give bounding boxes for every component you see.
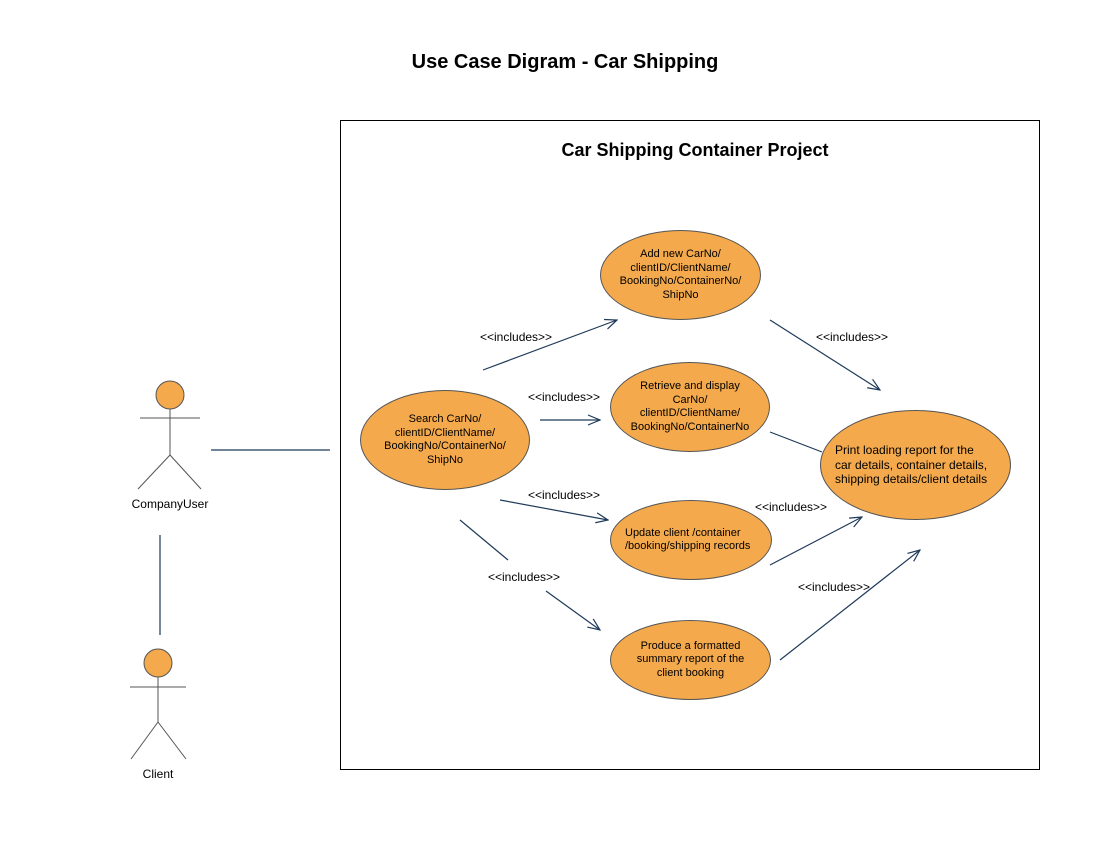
use-case-retrieve[interactable]: Retrieve and display CarNo/ clientID/Cli… — [610, 362, 770, 452]
use-case-retrieve-text: Retrieve and display CarNo/ clientID/Cli… — [630, 380, 750, 433]
include-line-search-produce-a — [459, 519, 509, 561]
label-include-search-retrieve: <<includes>> — [528, 390, 601, 404]
label-include-search-update: <<includes>> — [528, 488, 601, 502]
include-arrow-add-print — [769, 319, 880, 390]
include-arrow-update-print — [769, 517, 862, 566]
line-retrieve-print — [769, 431, 823, 453]
actor-head — [155, 380, 185, 410]
use-case-produce[interactable]: Produce a formatted summary report of th… — [610, 620, 771, 700]
label-include-add-print: <<includes>> — [816, 330, 889, 344]
actor-companyuser — [137, 380, 202, 490]
page-title: Use Case Digram - Car Shipping — [411, 51, 719, 73]
use-case-update[interactable]: Update client /container /booking/shippi… — [610, 500, 772, 580]
label-include-search-produce: <<includes>> — [488, 570, 561, 584]
use-case-search-text: Search CarNo/ clientID/ClientName/ Booki… — [384, 413, 506, 466]
use-case-print-text: Print loading report for the car details… — [835, 443, 988, 487]
use-case-search[interactable]: Search CarNo/ clientID/ClientName/ Booki… — [360, 390, 530, 490]
include-arrow-search-produce — [545, 590, 600, 630]
label-include-produce-print: <<includes>> — [798, 580, 871, 594]
actor-label-client: Client — [142, 767, 174, 781]
system-boundary — [340, 120, 1040, 770]
include-arrow-search-add — [482, 320, 617, 371]
include-arrow-search-update — [499, 499, 608, 520]
system-title: Car Shipping Container Project — [561, 140, 829, 160]
actor-head — [143, 648, 173, 678]
use-case-add-text: Add new CarNo/ clientID/ClientName/ Book… — [619, 248, 742, 301]
actor-client — [130, 648, 187, 760]
label-include-update-print: <<includes>> — [755, 500, 828, 514]
use-case-produce-text: Produce a formatted summary report of th… — [636, 639, 745, 679]
actor-label-companyuser: CompanyUser — [131, 497, 209, 511]
use-case-add[interactable]: Add new CarNo/ clientID/ClientName/ Book… — [600, 230, 761, 320]
use-case-update-text: Update client /container /booking/shippi… — [625, 526, 751, 553]
include-arrow-produce-print — [779, 550, 920, 661]
use-case-print[interactable]: Print loading report for the car details… — [820, 410, 1011, 520]
label-include-search-add: <<includes>> — [480, 330, 553, 344]
